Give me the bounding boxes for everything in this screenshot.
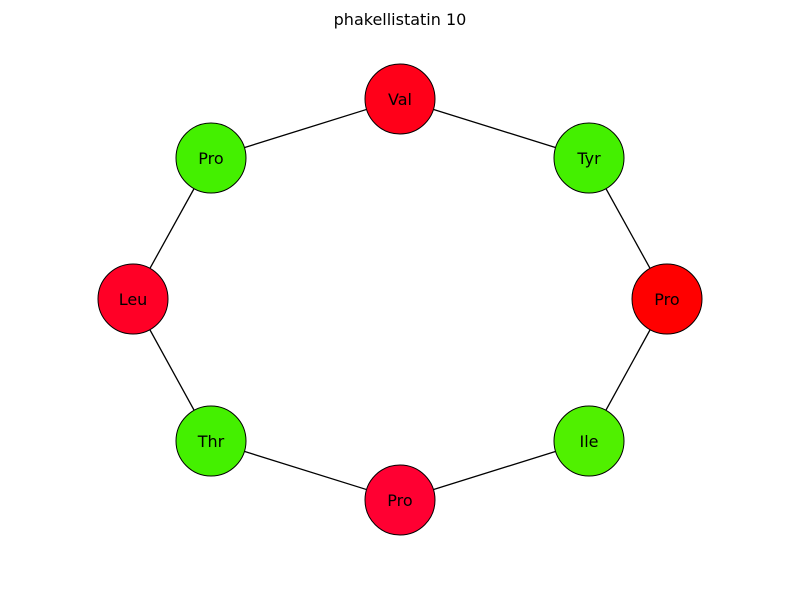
residue-node: Ile [553, 405, 625, 477]
node-label: Pro [387, 491, 412, 510]
residue-node: Leu [97, 263, 169, 335]
node-circle [97, 263, 169, 335]
node-circle [553, 405, 625, 477]
residue-node: Pro [631, 263, 703, 335]
node-circle [364, 464, 436, 536]
node-circle [364, 63, 436, 135]
node-circle [175, 405, 247, 477]
residue-node: Tyr [553, 122, 625, 194]
node-label: Ile [579, 432, 598, 451]
node-label: Thr [197, 432, 225, 451]
node-label: Leu [119, 290, 148, 309]
node-circle [553, 122, 625, 194]
node-label: Pro [654, 290, 679, 309]
node-circle [175, 122, 247, 194]
node-label: Pro [198, 149, 223, 168]
residue-node: Pro [364, 464, 436, 536]
residue-node: Pro [175, 122, 247, 194]
residue-node: Val [364, 63, 436, 135]
residue-node: Thr [175, 405, 247, 477]
node-circle [631, 263, 703, 335]
diagram-title: phakellistatin 10 [334, 10, 467, 29]
node-label: Val [388, 90, 412, 109]
node-label: Tyr [576, 149, 601, 168]
